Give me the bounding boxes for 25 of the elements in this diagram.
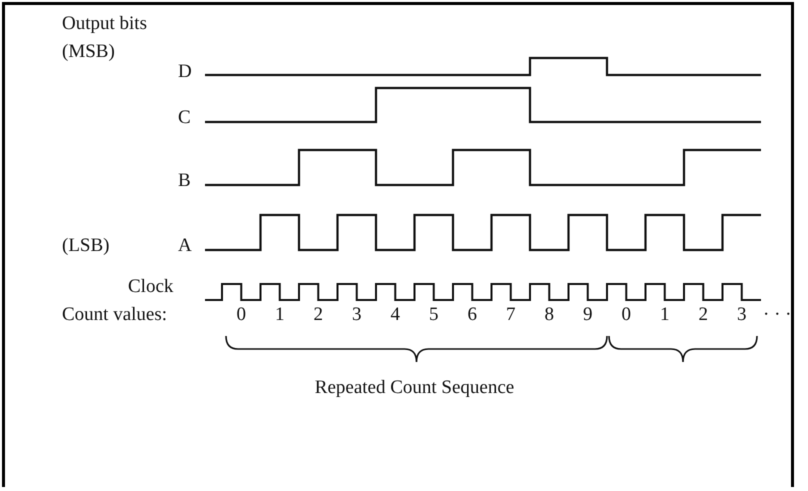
signal-label: Clock xyxy=(128,277,174,296)
signal-label: B xyxy=(178,171,191,190)
caption-text: Repeated Count Sequence xyxy=(314,378,514,397)
bit-label: (LSB) xyxy=(62,236,110,255)
count-value: 4 xyxy=(390,305,400,324)
signal-label: D xyxy=(178,62,192,81)
count-value: 3 xyxy=(352,305,362,324)
count-value: 9 xyxy=(583,305,592,324)
count-value: 2 xyxy=(314,305,323,324)
count-value: 3 xyxy=(737,305,746,324)
row-label: Count values: xyxy=(62,305,168,324)
signal-heading: Output bits xyxy=(62,14,147,33)
count-value: 8 xyxy=(544,305,554,324)
count-value: 1 xyxy=(660,305,670,324)
ellipsis: · · · xyxy=(763,305,792,324)
signal-label: A xyxy=(178,236,192,255)
count-value: 0 xyxy=(622,305,631,324)
count-value: 5 xyxy=(429,305,438,324)
bit-label: (MSB) xyxy=(62,42,115,61)
signal-label: C xyxy=(178,108,191,127)
count-value: 1 xyxy=(275,305,284,324)
count-value: 2 xyxy=(698,305,708,324)
count-value: 0 xyxy=(236,305,246,324)
count-value: 6 xyxy=(468,305,477,324)
count-value: 7 xyxy=(506,305,516,324)
